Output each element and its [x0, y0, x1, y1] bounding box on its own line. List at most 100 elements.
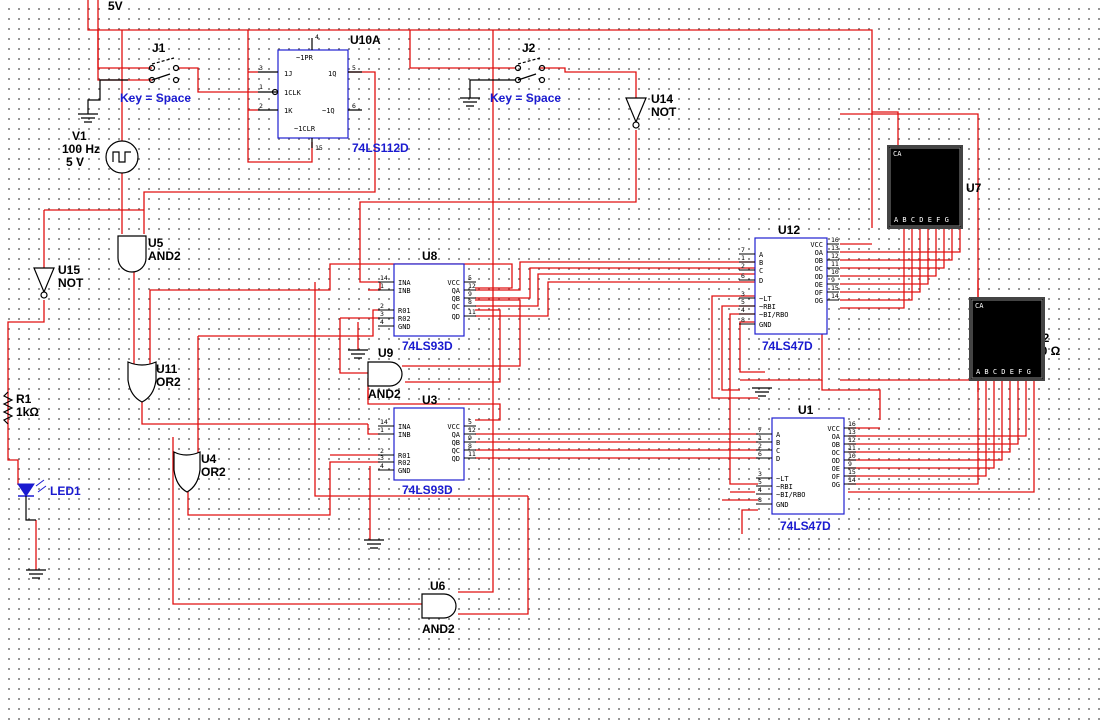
- decoder-u1: U1 74LS47D A7B1C2D6~LT3~RBI5~BI/RBO4GND8…: [756, 403, 856, 533]
- u1-num-right: 11: [848, 444, 856, 452]
- u3-pin-left: R02: [398, 459, 411, 467]
- resistor-r1: R1 1kΩ: [2, 391, 39, 425]
- u10a-pin-k: 1K: [284, 107, 293, 115]
- led1-ref: LED1: [50, 484, 81, 498]
- u10a-pin-pr: ~1PR: [296, 54, 314, 62]
- u12-num-left: 8: [741, 316, 745, 324]
- u1-num-right: 10: [848, 452, 856, 460]
- u12-pin-right: OF: [815, 289, 823, 297]
- u2-segments: A B C D E F G: [976, 368, 1031, 376]
- u8-num-left: 4: [380, 318, 384, 326]
- u10a-num-j: 3: [259, 64, 263, 72]
- or-gate-u4: U4 OR2: [173, 451, 226, 493]
- switch-j1[interactable]: J1 Key = Space: [78, 41, 191, 123]
- u8-num-right: 9: [468, 290, 472, 298]
- supply-rail: 5V: [108, 0, 123, 13]
- u1-pin-right: OG: [832, 481, 840, 489]
- u7-type: CA: [893, 150, 902, 158]
- u12-num-right: 14: [831, 292, 839, 300]
- u3-pin-right: VCC: [447, 423, 460, 431]
- u1-num-left: 3: [758, 470, 762, 478]
- u1-num-right: 12: [848, 436, 856, 444]
- u8-pin-left: INA: [398, 279, 411, 287]
- u12-pin-right: OA: [815, 249, 824, 257]
- u8-num-right: 5: [468, 274, 472, 282]
- u9-type: AND2: [368, 387, 401, 401]
- and-gate-u6: U6 AND2: [421, 579, 457, 636]
- u1-part: 74LS47D: [780, 519, 831, 533]
- u12-num-left: 5: [741, 298, 745, 306]
- u10a-ref: U10A: [350, 33, 381, 47]
- u8-part: 74LS93D: [402, 339, 453, 353]
- u1-pin-left: C: [776, 447, 780, 455]
- u10a-num-pr: 4: [315, 33, 319, 41]
- seven-segment-display-u2: U2 00 Ω CA A B C D E F G: [969, 297, 1061, 381]
- u12-pin-right: VCC: [810, 241, 823, 249]
- u4-type: OR2: [201, 465, 226, 479]
- u1-num-left: 8: [758, 496, 762, 504]
- u1-pin-left: D: [776, 455, 780, 463]
- u12-num-right: 10: [831, 268, 839, 276]
- ground-icon: [348, 349, 368, 359]
- u2-type: CA: [975, 302, 984, 310]
- u14-type: NOT: [651, 105, 677, 119]
- u8-pin-right: QA: [452, 287, 461, 295]
- u7-ref: U7: [966, 181, 982, 195]
- u3-num-left: 1: [380, 426, 384, 434]
- wires: [7, 0, 1035, 615]
- u12-pin-left: ~RBI: [759, 303, 776, 311]
- u12-num-left: 4: [741, 306, 745, 314]
- clock-source-v1: V1 100 Hz 5 V: [62, 129, 139, 174]
- seven-segment-display-u7: CA A B C D E F G U7: [887, 145, 982, 229]
- u12-num-left: 3: [741, 290, 745, 298]
- u5-ref: U5: [148, 236, 164, 250]
- u8-num-right: 11: [468, 308, 476, 316]
- u3-num-right: 8: [468, 442, 472, 450]
- v1-freq: 100 Hz: [62, 142, 100, 156]
- u12-num-right: 11: [831, 260, 839, 268]
- u8-num-right: 12: [468, 282, 476, 290]
- u1-num-left: 4: [758, 486, 762, 494]
- switch-j2[interactable]: J2 Key = Space: [460, 41, 561, 107]
- u15-type: NOT: [58, 276, 84, 290]
- u1-pin-right: OB: [832, 441, 840, 449]
- u12-num-right: 13: [831, 244, 839, 252]
- u3-pin-right: QA: [452, 431, 461, 439]
- u9-ref: U9: [378, 346, 394, 360]
- or-gate-u11: U11 OR2: [127, 361, 181, 403]
- u3-ref: U3: [422, 393, 438, 407]
- u3-num-left: 14: [380, 418, 388, 426]
- ground-icon: [460, 97, 480, 107]
- u10a-num-q: 5: [352, 64, 356, 72]
- u8-num-left: 3: [380, 310, 384, 318]
- u1-num-left: 2: [758, 442, 762, 450]
- u3-num-left: 2: [380, 447, 384, 455]
- u8-pin-right: QC: [452, 303, 460, 311]
- u12-pin-left: GND: [759, 321, 772, 329]
- u8-pin-left: R02: [398, 315, 411, 323]
- u12-num-right: 9: [831, 276, 835, 284]
- u14-ref: U14: [651, 92, 673, 106]
- u12-pin-right: OB: [815, 257, 823, 265]
- u10a-pin-q: 1Q: [328, 70, 336, 78]
- u1-num-left: 5: [758, 478, 762, 486]
- u8-num-left: 14: [380, 274, 388, 282]
- u10a-part: 74LS112D: [352, 141, 409, 155]
- u12-pin-right: OC: [815, 265, 823, 273]
- u8-num-right: 8: [468, 298, 472, 306]
- decoder-u12: U12 74LS47D A7B1C2D6~LT3~RBI5~BI/RBO4GND…: [739, 223, 839, 353]
- u12-part: 74LS47D: [762, 339, 813, 353]
- u1-num-left: 6: [758, 450, 762, 458]
- u1-pin-right: OD: [832, 457, 840, 465]
- u3-num-right: 5: [468, 418, 472, 426]
- u15-ref: U15: [58, 263, 80, 277]
- u1-pin-left: ~RBI: [776, 483, 793, 491]
- u10a-num-k: 2: [259, 102, 263, 110]
- u3-pin-left: GND: [398, 467, 411, 475]
